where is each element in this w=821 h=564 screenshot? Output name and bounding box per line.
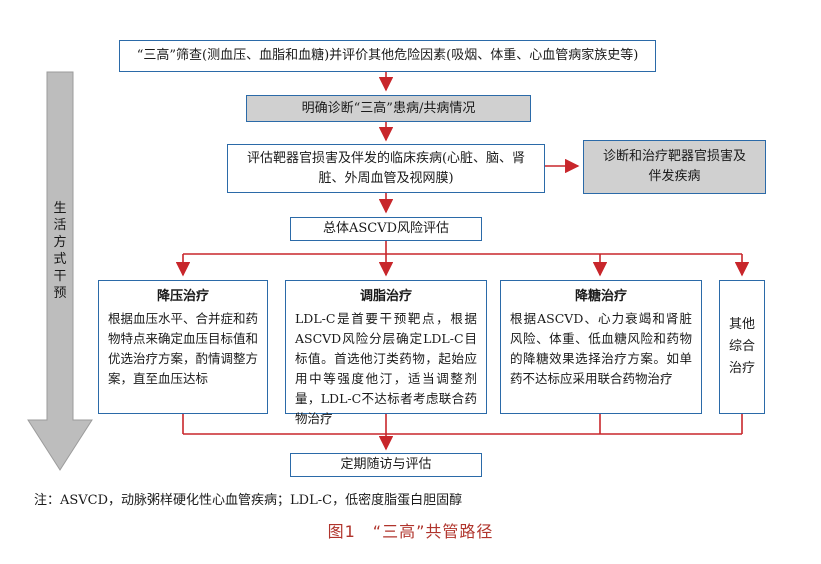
ascvd-assess-text: 总体ASCVD风险评估 [322, 221, 450, 236]
followup-box: 定期随访与评估 [290, 453, 482, 477]
screening-box: “三高”筛查(测血压、血脂和血糖)并评价其他危险因素(吸烟、体重、心血管病家族史… [119, 40, 656, 72]
target-organ-text: 评估靶器官损害及伴发的临床疾病(心脏、脑、肾脏、外周血管及视网膜) [246, 150, 526, 186]
bp-treatment-body: 根据血压水平、合并症和药物特点来确定血压目标值和优选治疗方案，酌情调整方案，直至… [108, 311, 259, 386]
screening-text: “三高”筛查(测血压、血脂和血糖)并评价其他危险因素(吸烟、体重、心血管病家族史… [136, 48, 639, 63]
diagnosis-box: 明确诊断“三高”患病/共病情况 [246, 95, 531, 122]
glucose-treatment-body: 根据ASCVD、心力衰竭和肾脏风险、体重、低血糖风险和药物的降糖效果选择治疗方案… [510, 311, 692, 386]
target-organ-treat-text: 诊断和治疗靶器官损害及伴发疾病 [602, 149, 746, 184]
lifestyle-arrow [27, 71, 93, 471]
followup-text: 定期随访与评估 [340, 457, 432, 472]
target-organ-treat-box: 诊断和治疗靶器官损害及伴发疾病 [583, 140, 766, 194]
ascvd-assess-box: 总体ASCVD风险评估 [290, 217, 482, 241]
lipid-treatment-body: LDL-C是首要干预靶点，根据ASCVD风险分层确定LDL-C目标值。首选他汀类… [295, 311, 477, 426]
lipid-treatment-title: 调脂治疗 [359, 289, 412, 304]
other-treatment-box: 其他综合治疗 [719, 280, 765, 414]
lipid-treatment-box: 调脂治疗 LDL-C是首要干预靶点，根据ASCVD风险分层确定LDL-C目标值。… [285, 280, 487, 426]
glucose-treatment-title: 降糖治疗 [574, 289, 627, 304]
figure-caption: 图1 “三高”共管路径 [327, 522, 494, 541]
lifestyle-label: 生活方式干预 [53, 201, 67, 301]
bp-treatment-title: 降压治疗 [156, 289, 209, 304]
bp-treatment-box: 降压治疗 根据血压水平、合并症和药物特点来确定血压目标值和优选治疗方案，酌情调整… [98, 280, 268, 414]
other-treatment-text: 其他综合治疗 [728, 317, 755, 376]
target-organ-box: 评估靶器官损害及伴发的临床疾病(心脏、脑、肾脏、外周血管及视网膜) [227, 144, 545, 193]
glucose-treatment-box: 降糖治疗 根据ASCVD、心力衰竭和肾脏风险、体重、低血糖风险和药物的降糖效果选… [500, 280, 702, 414]
footnote: 注：ASVCD，动脉粥样硬化性心血管疾病；LDL-C，低密度脂蛋白胆固醇 [34, 493, 463, 508]
diagnosis-text: 明确诊断“三高”患病/共病情况 [301, 100, 476, 116]
